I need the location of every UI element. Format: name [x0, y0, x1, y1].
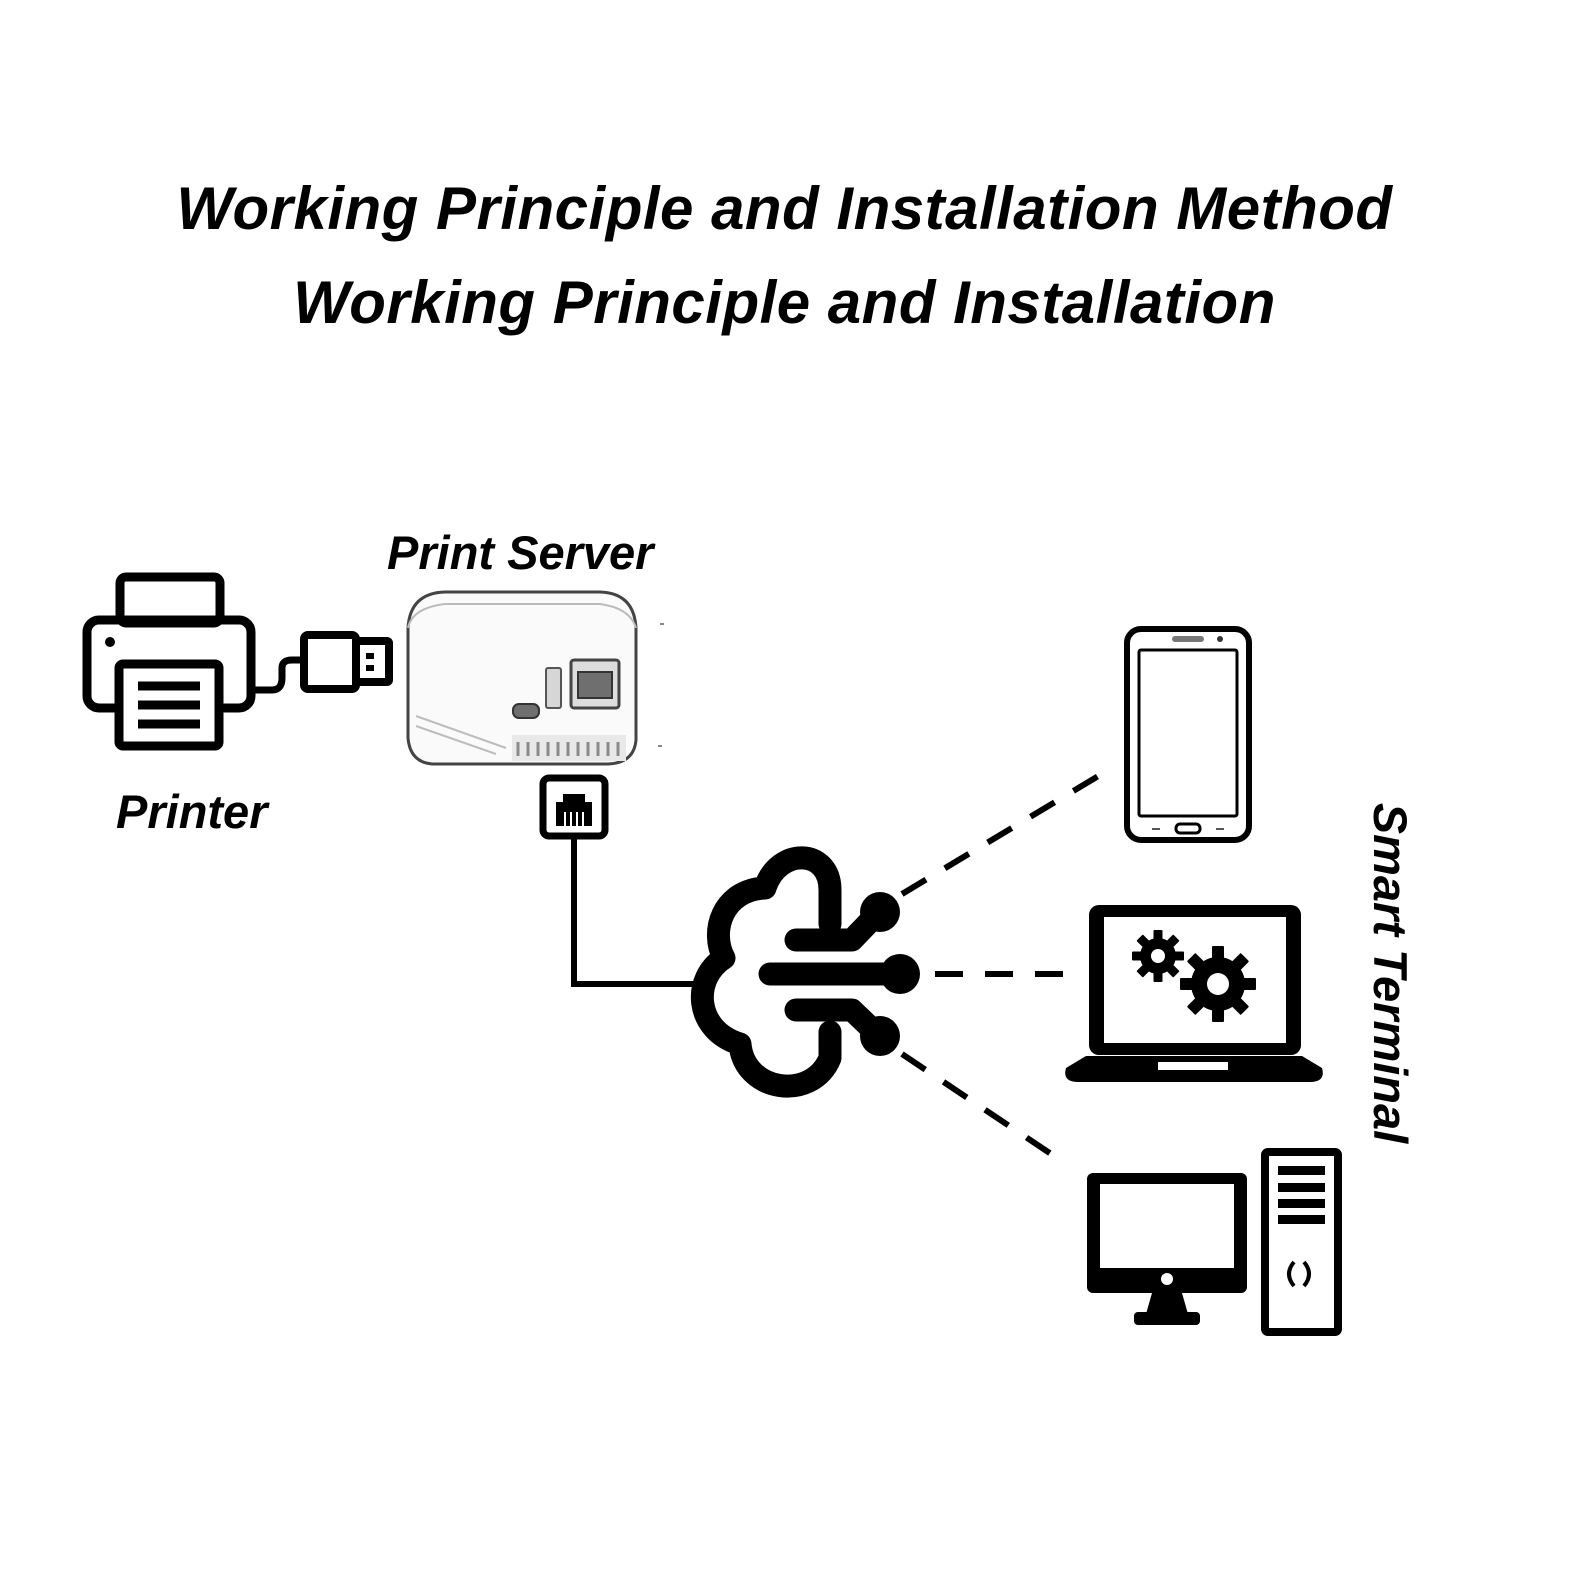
- title-line-2: Working Principle and Installation: [293, 269, 1276, 336]
- smart-terminal-label: Smart Terminal: [1364, 802, 1417, 1144]
- printer-label: Printer: [116, 785, 268, 838]
- usb-plug-icon: [300, 631, 393, 693]
- title-line-1: Working Principle and Installation Metho…: [176, 175, 1393, 242]
- wireless-links: [900, 772, 1102, 1163]
- ethernet-cable: [571, 836, 700, 987]
- desktop-computer-icon: [1087, 1148, 1342, 1336]
- print-server-label: Print Server: [387, 526, 654, 579]
- cloud-node-dots: [860, 892, 920, 1056]
- usb-cable: [251, 656, 306, 694]
- laptop-gear-icon: [1065, 905, 1323, 1082]
- smartphone-icon: [1124, 626, 1252, 843]
- print-server-device-icon: [406, 590, 664, 766]
- ethernet-port-icon: [539, 774, 609, 840]
- printer-icon: [82, 572, 256, 751]
